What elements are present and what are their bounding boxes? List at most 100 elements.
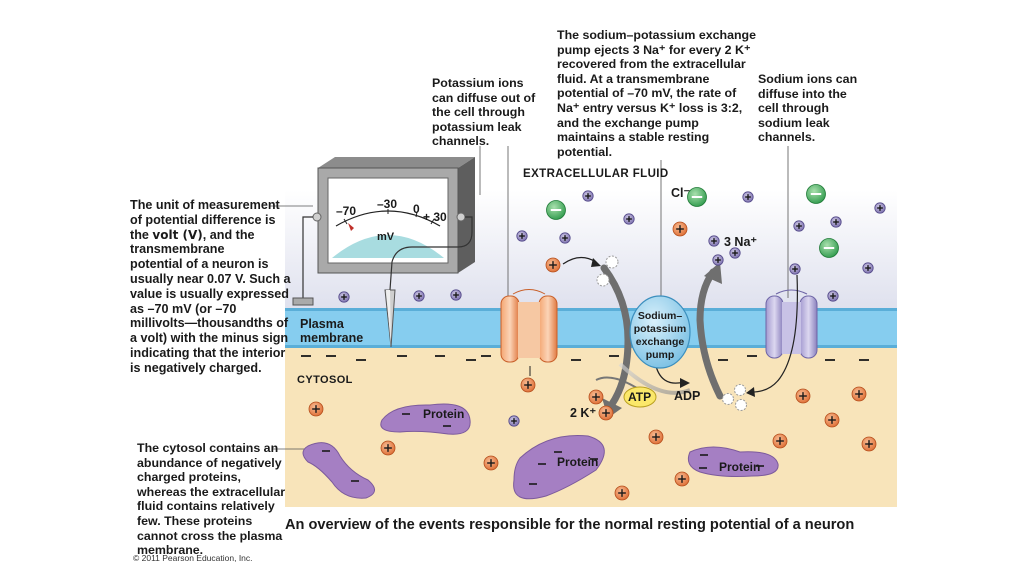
callout-text: the — [130, 227, 153, 242]
cl-ion — [546, 200, 566, 220]
callout-line: and the exchange pump — [557, 115, 699, 130]
membrane-negative-charges — [301, 355, 869, 361]
callout-line: The unit of measurement — [130, 198, 280, 212]
callout-volt: The unit of measurement of potential dif… — [130, 198, 291, 376]
callout-potassium-leak: Potassium ions can diffuse out of the ce… — [432, 76, 535, 149]
na-ion — [827, 290, 839, 302]
na-pump-arrow — [696, 268, 724, 400]
atp-label: ATP — [628, 390, 652, 404]
protein-shape — [687, 446, 779, 477]
callout-line: membrane. — [137, 543, 204, 558]
callout-line: maintains a stable resting — [557, 130, 710, 145]
k-ion — [772, 433, 788, 449]
k-ion — [545, 257, 561, 273]
callout-line: whereas the extracellular — [137, 484, 286, 499]
na-ion — [413, 290, 425, 302]
meter-tick-minus70: –70 — [336, 204, 357, 218]
k-ion — [380, 440, 396, 456]
callout-line: value is usually expressed — [130, 286, 289, 301]
protein-shape — [302, 442, 375, 499]
pump-label: Sodium– potassium exchange pump — [630, 310, 690, 362]
callout-line: pump ejects 3 Na⁺ for every 2 K⁺ — [557, 42, 751, 57]
na-ion — [582, 190, 594, 202]
cl-ion — [819, 238, 839, 258]
na-ion — [508, 415, 520, 427]
callout-line: The cytosol contains an — [137, 441, 279, 455]
callout-line: recovered from the extracellular — [557, 57, 746, 72]
callout-line: transmembrane — [130, 242, 225, 257]
k-ion — [598, 405, 614, 421]
k-ion — [648, 429, 664, 445]
k-ion — [483, 455, 499, 471]
k-ion — [308, 401, 324, 417]
callout-line: fluid contains relatively — [137, 499, 275, 514]
callout-line: diffuse into the — [758, 86, 847, 101]
callout-line: potential of –70 mV, the rate of — [557, 86, 737, 101]
figure-caption: An overview of the events responsible fo… — [285, 517, 855, 533]
callout-line: charged proteins, — [137, 470, 241, 485]
callout-line: is negatively charged. — [130, 360, 262, 375]
k-ion — [674, 471, 690, 487]
na-ion — [516, 230, 528, 242]
callout-line: potential of a neuron is — [130, 257, 269, 272]
callout-line: sodium leak — [758, 115, 830, 130]
callout-line: can diffuse out of — [432, 90, 536, 105]
callout-line: the volt (V), and the — [130, 228, 291, 243]
callout-line: channels. — [758, 130, 816, 145]
k-ion — [520, 377, 536, 393]
na-ion — [623, 213, 635, 225]
k-count-label: 2 K⁺ — [570, 406, 597, 420]
label-plasma: Plasma — [300, 317, 344, 331]
na-ion — [712, 254, 724, 266]
na-ion — [830, 216, 842, 228]
sodium-potassium-pump — [629, 295, 691, 369]
na-ion — [742, 191, 754, 203]
protein-label: Protein — [557, 455, 599, 469]
pump-label-line: Sodium– — [637, 310, 683, 322]
cl-label: Cl⁻ — [671, 186, 691, 200]
na-ion — [793, 220, 805, 232]
na-count-label: 3 Na⁺ — [724, 235, 758, 249]
callout-line: the cell through — [432, 105, 525, 120]
callout-line: usually near 0.07 V. Such a — [130, 271, 291, 286]
callout-line: cannot cross the plasma — [137, 528, 283, 543]
meter-needle — [348, 223, 354, 231]
released-ion-markers — [596, 255, 747, 411]
meter-unit: mV — [377, 231, 395, 243]
protein-label: Protein — [423, 407, 465, 421]
pump-label-line: exchange — [635, 336, 685, 348]
adp-label: ADP — [674, 389, 701, 403]
protein-shape — [513, 434, 605, 500]
k-ion — [824, 412, 840, 428]
pump-label-line: potassium — [633, 323, 687, 335]
callout-line: of potential difference is — [130, 212, 276, 227]
protein-charges — [322, 413, 764, 485]
callout-line: millivolts—thousandths of — [130, 316, 289, 331]
cl-ion — [806, 184, 826, 204]
voltmeter — [312, 157, 475, 274]
callout-text: , and the — [202, 227, 255, 242]
k-ion — [851, 386, 867, 402]
label-extracellular-fluid: EXTRACELLULAR FLUID — [523, 168, 669, 180]
na-ion — [338, 291, 350, 303]
k-pump-arrow — [600, 264, 632, 408]
callout-line: as –70 mV (or –70 — [130, 301, 237, 316]
callout-cytosol-proteins: The cytosol contains an abundance of neg… — [137, 441, 285, 558]
callout-line: The sodium–potassium exchange — [557, 28, 756, 42]
na-ion — [789, 263, 801, 275]
k-ion — [861, 436, 877, 452]
ion-layer — [308, 184, 886, 501]
callout-line: indicating that the interior — [130, 345, 286, 360]
callout-line: few. These proteins — [137, 513, 253, 528]
na-ion — [559, 232, 571, 244]
callout-pump: The sodium–potassium exchange pump eject… — [557, 28, 756, 159]
label-cytosol: CYTOSOL — [297, 374, 353, 386]
na-ion — [450, 289, 462, 301]
copyright-notice: © 2011 Pearson Education, Inc. — [133, 553, 253, 563]
meter-tick-minus30: –30 — [377, 197, 398, 211]
pump-label-line: pump — [645, 349, 675, 361]
na-ion — [874, 202, 886, 214]
callout-sodium-leak: Sodium ions can diffuse into the cell th… — [758, 72, 857, 145]
callout-line: channels. — [432, 134, 490, 149]
na-ion — [729, 247, 741, 259]
